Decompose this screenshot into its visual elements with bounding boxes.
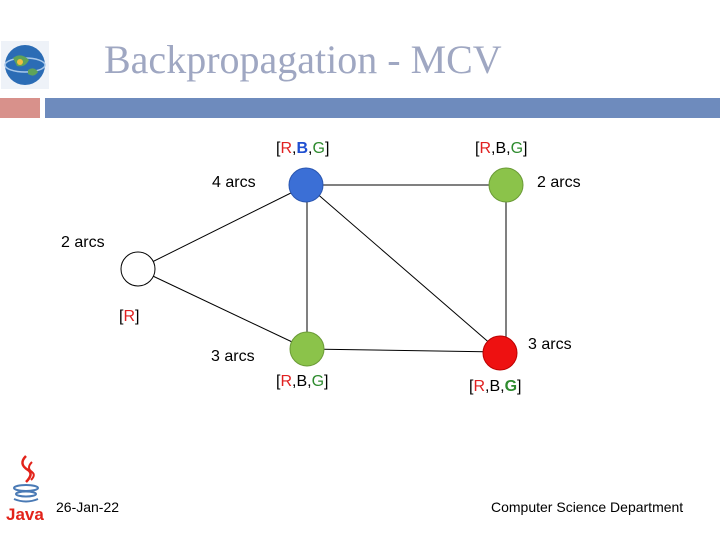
node-bottom-right — [482, 335, 518, 371]
node-top-left — [288, 167, 324, 203]
arcs-label-top-right: 2 arcs — [537, 174, 581, 191]
footer-date: 26-Jan-22 — [56, 499, 120, 515]
domain-top-right: [R,B,G] — [475, 140, 528, 157]
arcs-label-bottom-left: 3 arcs — [211, 348, 255, 365]
domain-bottom-left: [R,B,G] — [276, 373, 329, 390]
footer-department: Computer Science Department — [491, 499, 684, 515]
domain-bottom-right: [R,B,G] — [469, 378, 522, 395]
edge-top-left-bottom-right — [306, 184, 501, 353]
edges-group — [137, 184, 507, 353]
edge-bottom-left-bottom-right — [306, 348, 501, 353]
arcs-label-left: 2 arcs — [61, 234, 105, 251]
title-underline-left — [0, 98, 40, 118]
slide-title: Backpropagation - MCV — [104, 37, 502, 82]
node-left — [120, 251, 156, 287]
edge-left-bottom-left — [137, 268, 308, 350]
edge-top-left-left — [137, 184, 308, 270]
globe-logo-icon — [1, 41, 49, 89]
node-bottom-left — [289, 331, 325, 367]
node-top-right — [488, 167, 524, 203]
java-logo-text: Java — [6, 505, 44, 524]
java-logo-icon: Java — [6, 455, 44, 524]
domain-left: [R] — [119, 308, 140, 325]
arcs-label-bottom-right: 3 arcs — [528, 336, 572, 353]
arcs-label-top-left: 4 arcs — [212, 174, 256, 191]
domain-top-left: [R,B,G] — [276, 140, 330, 157]
title-underline-bar — [45, 98, 720, 118]
